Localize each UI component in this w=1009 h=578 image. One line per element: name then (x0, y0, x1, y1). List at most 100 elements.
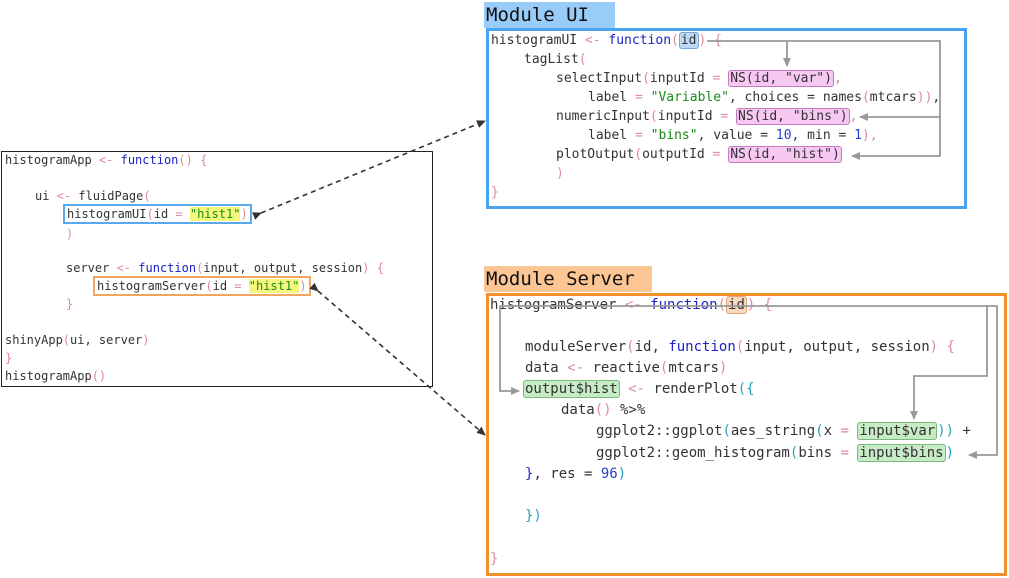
code-token: } (525, 466, 534, 482)
code-token: function (650, 297, 718, 313)
code-token: bins (798, 445, 833, 461)
ns-var-highlight: NS(id, "var") (728, 70, 834, 87)
code-token: { (706, 33, 722, 48)
server-line-2: moduleServer(id, function(input, output,… (525, 339, 955, 355)
code-token: ) (746, 297, 756, 313)
code-token: = (627, 90, 651, 105)
code-token: ( (626, 339, 635, 355)
code-token: aes_string (730, 423, 816, 439)
code-token: selectInput (556, 71, 643, 86)
code-token: = (627, 128, 651, 143)
code-token: NS (730, 147, 746, 162)
code-token: ( (745, 147, 754, 162)
code-token: ( (578, 52, 587, 67)
server-line-5: data() %>% (561, 402, 645, 418)
code-token: mtcars (668, 360, 719, 376)
module-server-panel: histogramServer <- function(id) { module… (486, 293, 1007, 576)
code-token: function (120, 153, 179, 167)
code-token: ui, server (70, 333, 143, 347)
code-token: = (832, 445, 858, 461)
code-token: <- (49, 189, 79, 203)
code-token: <- (577, 33, 609, 48)
ui-line-3: selectInput(inputId = NS(id, "var"), (556, 70, 842, 87)
code-token: ggplot2::geom_histogram (596, 445, 790, 461)
app-line-10: histogramApp() (5, 369, 106, 383)
ui-line-8: ) (556, 166, 564, 181)
server-line-10: } (490, 551, 499, 567)
server-line-3: data <- reactive(mtcars) (525, 360, 727, 376)
code-token: ( (205, 279, 213, 293)
code-token: function (138, 261, 197, 275)
ui-line-9: } (491, 185, 499, 200)
code-token: <- (558, 360, 593, 376)
code-token: , (932, 90, 941, 105)
app-line-5: server <- function(input, output, sessio… (66, 261, 384, 275)
app-line-9: } (5, 351, 13, 365)
code-token: { (192, 153, 208, 167)
code-token: ) (718, 360, 728, 376)
code-token: ( (861, 90, 870, 105)
code-token: <- (619, 381, 654, 397)
server-line-1: histogramServer <- function(id) { (490, 296, 773, 314)
code-token: ( (143, 189, 151, 203)
code-token: label (588, 90, 628, 105)
code-token: histogramServer (490, 297, 617, 313)
ns-hist-highlight: NS(id, "hist") (728, 146, 842, 163)
app-line-2: ui <- fluidPage( (35, 189, 151, 203)
code-token: outputId (642, 147, 705, 162)
module-server-title: Module Server (484, 266, 652, 292)
server-line-8: }, res = 96) (525, 466, 626, 482)
code-token: = (704, 147, 729, 162)
code-token: <- (91, 153, 121, 167)
code-token: ) (929, 339, 939, 355)
code-token: function (668, 339, 736, 355)
code-token: ggplot2::ggplot (596, 423, 723, 439)
code-token: id (212, 279, 228, 293)
module-ui-panel: histogramUI <- function(id) { tagList( s… (486, 28, 967, 209)
input-var-highlight: input$var (857, 422, 938, 440)
code-token: + (954, 423, 971, 439)
code-token: id, (761, 109, 793, 124)
ui-line-6: label = "bins", value = 10, min = 1), (588, 128, 878, 143)
code-token: ( (789, 445, 799, 461)
code-token: data (525, 360, 559, 376)
code-token: reactive (592, 360, 660, 376)
code-token: , (849, 109, 858, 124)
code-token: ( (649, 109, 658, 124)
code-token: histogramUI (491, 33, 578, 48)
code-token: , min = (791, 128, 855, 143)
code-token: histogramApp (5, 153, 92, 167)
code-token: { (369, 261, 384, 275)
ui-line-2: tagList( (524, 52, 587, 67)
ui-line-5: numericInput(inputId = NS(id, "bins"), (556, 108, 858, 125)
code-token: ( (634, 147, 643, 162)
hist1-id-string: "hist1" (248, 279, 300, 293)
code-token: 1 (854, 128, 862, 143)
code-token: numericInput (556, 109, 650, 124)
code-token: NS (738, 109, 754, 124)
code-token: ( (722, 423, 731, 439)
code-token: "bins" (650, 128, 698, 143)
code-token: ) (839, 109, 848, 124)
code-token: ), (861, 128, 878, 143)
code-token: ) (142, 333, 150, 347)
code-token: { (755, 297, 773, 313)
code-token: mtcars (869, 90, 917, 105)
module-ui-title: Module UI (484, 2, 615, 28)
server-line-9: }) (525, 508, 542, 524)
code-token: id (153, 207, 169, 221)
ui-line-1: histogramUI <- function(id) { (491, 32, 722, 49)
code-token: inputId (649, 71, 705, 86)
code-token: ( (815, 423, 824, 439)
app-code-panel: histogramApp <- function() { ui <- fluid… (1, 151, 433, 387)
code-token: <- (616, 297, 651, 313)
code-token: id, (753, 147, 786, 162)
code-token: ({ (737, 381, 755, 397)
histogram-ui-call-box: histogramUI(id = "hist1") (63, 204, 252, 224)
code-token: names (822, 90, 862, 105)
code-token: () (178, 153, 193, 167)
code-token: = (712, 109, 737, 124)
ns-bins-highlight: NS(id, "bins") (736, 108, 850, 125)
app-line-1: histogramApp <- function() { (5, 153, 207, 167)
app-line-8: shinyApp(ui, server) (5, 333, 150, 347)
